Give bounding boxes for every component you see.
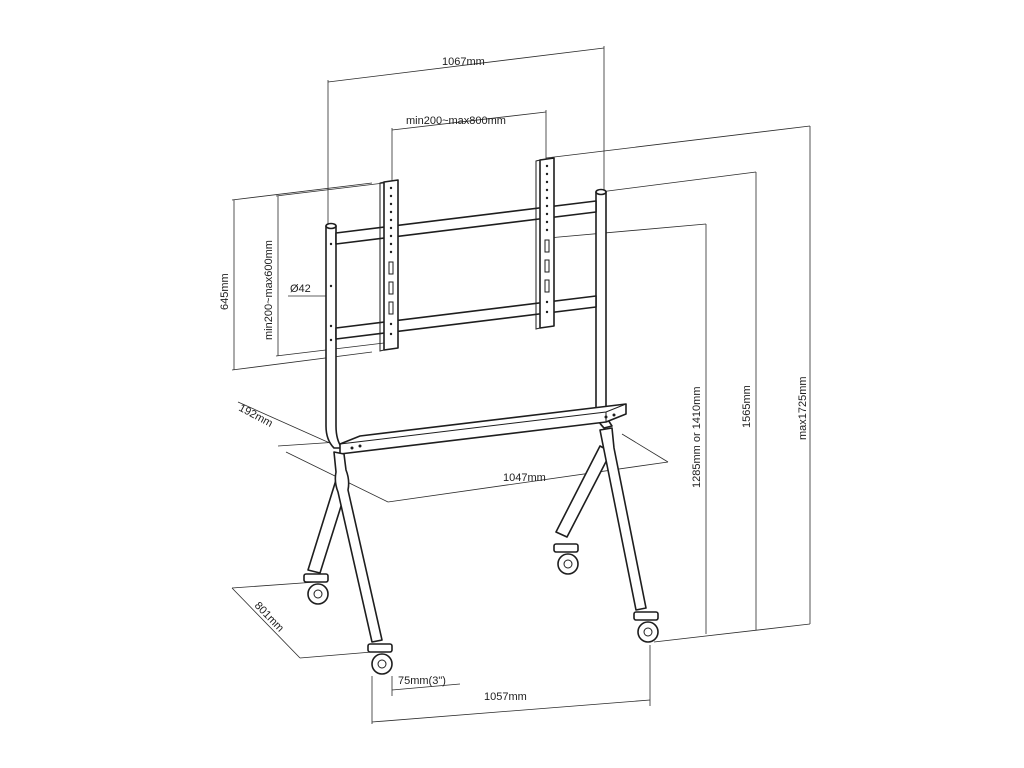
vesa-bracket-left bbox=[379, 179, 399, 352]
vesa-width-label: min200~max800mm bbox=[406, 115, 506, 127]
caster-size-label: 75mm(3") bbox=[398, 675, 446, 687]
rear-caster-right bbox=[553, 543, 579, 575]
vesa-height-label: min200~max600mm bbox=[263, 240, 275, 340]
front-leg-right bbox=[599, 427, 647, 611]
height-low-label: 1285mm or 1410mm bbox=[691, 387, 703, 489]
front-caster-left bbox=[367, 643, 393, 675]
pole-diameter-label: Ø42 bbox=[290, 283, 311, 295]
shelf-width-label: 1047mm bbox=[503, 472, 546, 484]
vesa-bracket-right bbox=[535, 157, 555, 330]
frame-height-label: 645mm bbox=[219, 273, 231, 310]
base-width-label: 1057mm bbox=[484, 691, 527, 703]
overall-width-label: 1067mm bbox=[442, 56, 485, 68]
rear-caster-left bbox=[303, 573, 329, 605]
front-caster-right bbox=[633, 611, 659, 643]
dimension-lines bbox=[231, 46, 811, 724]
dimension-labels: 1067mm min200~max800mm 645mm min200~max6… bbox=[219, 56, 809, 703]
shelf bbox=[339, 403, 627, 455]
height-mid-label: 1565mm bbox=[741, 385, 753, 428]
right-upright bbox=[595, 188, 613, 429]
front-leg-left bbox=[333, 451, 383, 643]
cross-bars bbox=[335, 200, 597, 340]
height-max-label: max1725mm bbox=[797, 376, 809, 440]
base-depth-label: 801mm bbox=[252, 600, 286, 635]
shelf-depth-label: 192mm bbox=[237, 402, 275, 430]
